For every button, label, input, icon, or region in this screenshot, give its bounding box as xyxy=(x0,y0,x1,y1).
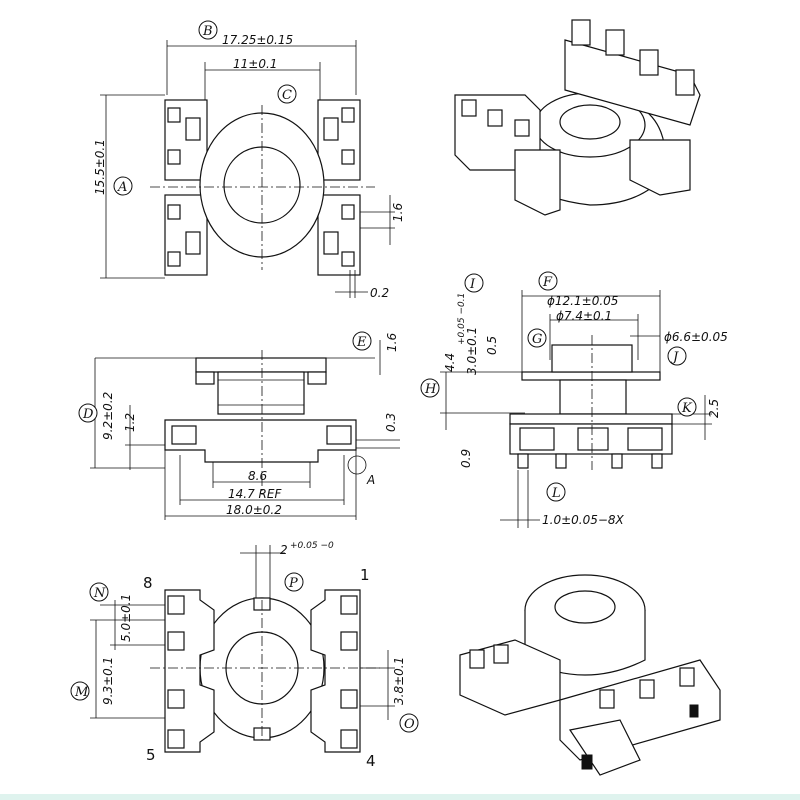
label-e: E xyxy=(356,335,367,350)
dim-e-top: 1.6 xyxy=(385,333,399,352)
dim-c-width: 11±0.1 xyxy=(233,57,277,71)
label-i-circle xyxy=(464,273,484,293)
dim-i-height: 4.4 xyxy=(443,353,457,372)
dim-f-dia: ϕ12.1±0.05 xyxy=(547,294,618,308)
dim-pin-pitch-8x: 1.0±0.05−8X xyxy=(542,513,625,527)
label-k: K xyxy=(681,401,693,416)
label-c-circle xyxy=(277,84,297,104)
label-g-circle xyxy=(527,328,547,348)
dim-m-height: 9.3±0.1 xyxy=(101,657,115,705)
side-view: I F 4.4 +0.05 −0.1 3.0±0.1 0.5 ϕ12.1±0.0… xyxy=(420,271,728,528)
dim-k-h: 2.5 xyxy=(707,399,721,418)
dim-g-dia: ϕ7.4±0.1 xyxy=(556,309,612,323)
label-c: C xyxy=(282,88,292,103)
label-b: B xyxy=(202,24,213,39)
dim-a-height: 15.5±0.1 xyxy=(93,139,107,195)
label-l-circle xyxy=(546,482,566,502)
dim-pin-offset: 0.2 xyxy=(370,286,389,300)
dim-span-180: 18.0±0.2 xyxy=(226,503,282,517)
label-m: M xyxy=(74,685,89,700)
label-h: H xyxy=(424,382,437,397)
label-h-circle xyxy=(420,378,440,398)
label-i: I xyxy=(469,277,476,292)
label-d: D xyxy=(82,407,94,422)
pin-1: 1 xyxy=(360,566,370,584)
dim-span-147: 14.7 REF xyxy=(228,487,282,501)
dim-base-09: 0.9 xyxy=(459,449,473,468)
dim-a-tab: 0.3 xyxy=(384,413,398,432)
top-view: B 17.25±0.15 11±0.1 C 15.5±0.1 A xyxy=(93,20,405,300)
bottom-strip xyxy=(0,794,800,800)
pin-8: 8 xyxy=(143,574,153,592)
label-g: G xyxy=(532,332,542,347)
label-n: N xyxy=(93,586,106,601)
dim-pin-pitch: 1.6 xyxy=(391,203,405,222)
leader-a: A xyxy=(366,473,375,487)
dim-d-height: 9.2±0.2 xyxy=(101,392,115,440)
label-p-circle xyxy=(284,572,304,592)
label-a-circle xyxy=(113,176,133,196)
label-j: J xyxy=(670,350,679,365)
label-o-circle xyxy=(399,713,419,733)
dim-base-h: 1.2 xyxy=(123,413,137,432)
dim-p-slot: 2 xyxy=(280,543,288,557)
label-b-circle xyxy=(198,20,218,40)
label-n-circle xyxy=(89,582,109,602)
label-f-circle xyxy=(538,271,558,291)
label-j-circle xyxy=(667,346,687,366)
dim-n-height: 5.0±0.1 xyxy=(119,594,133,642)
label-f: F xyxy=(542,275,553,290)
isometric-view-top xyxy=(454,19,701,216)
dim-j-dia: ϕ6.6±0.05 xyxy=(664,330,728,344)
dim-b-width: 17.25±0.15 xyxy=(222,33,293,47)
isometric-view-bottom xyxy=(459,574,721,776)
label-o: O xyxy=(404,717,415,732)
label-p: P xyxy=(288,576,298,591)
pin-4: 4 xyxy=(366,752,376,770)
label-k-circle xyxy=(677,397,697,417)
dim-p-tol: +0.05 −0 xyxy=(290,541,334,551)
bottom-view: 2 +0.05 −0 P 8 1 5 4 N 5.0±0.1 xyxy=(70,541,419,770)
label-l: L xyxy=(551,486,561,501)
pin-5: 5 xyxy=(146,746,156,764)
dim-g-height: 3.0±0.1 xyxy=(465,327,479,375)
label-a: A xyxy=(117,180,127,195)
dim-i-tol: +0.05 −0.1 xyxy=(457,293,467,345)
label-e-circle xyxy=(352,331,372,351)
dim-o-height: 3.8±0.1 xyxy=(392,657,406,705)
front-view: E 1.6 9.2±0.2 D 1.2 0.3 A 8. xyxy=(78,331,400,520)
label-d-circle xyxy=(78,403,98,423)
dim-span-86: 8.6 xyxy=(248,469,267,483)
dim-h-small: 0.5 xyxy=(485,336,499,355)
label-m-circle xyxy=(70,681,90,701)
